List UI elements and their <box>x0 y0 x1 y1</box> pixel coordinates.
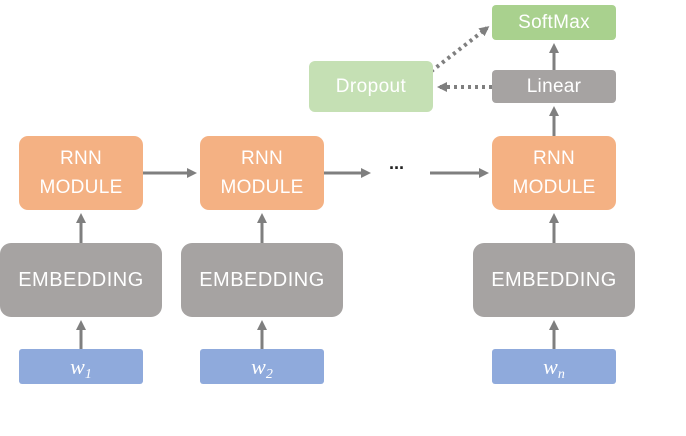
rnn-module-2: RNN MODULE <box>200 136 324 210</box>
word-token-1-sub: 1 <box>84 366 92 382</box>
embedding-1-label: EMBEDDING <box>18 268 144 291</box>
sequence-ellipsis: ··· <box>389 158 405 178</box>
word-token-n-base: w <box>543 353 558 379</box>
rnn-module-n-line1: RNN <box>532 148 576 169</box>
word-token-n-label: wn <box>543 353 565 382</box>
softmax-layer: SoftMax <box>492 5 616 40</box>
dropout-layer-label: Dropout <box>335 75 407 97</box>
word-token-1: w1 <box>19 349 143 384</box>
word-token-2: w2 <box>200 349 324 384</box>
embedding-n: EMBEDDING <box>473 243 635 317</box>
word-token-2-sub: 2 <box>265 366 273 382</box>
softmax-layer-label: SoftMax <box>518 11 590 33</box>
rnn-module-1-line2: MODULE <box>39 177 123 198</box>
rnn-module-1-line1: RNN <box>59 148 103 169</box>
embedding-n-label: EMBEDDING <box>491 268 617 291</box>
rnn-module-2-line1: RNN <box>240 148 284 169</box>
rnn-module-1: RNN MODULE <box>19 136 143 210</box>
embedding-1: EMBEDDING <box>0 243 162 317</box>
word-token-1-base: w <box>70 353 85 379</box>
word-token-2-label: w2 <box>251 353 273 382</box>
word-token-1-label: w1 <box>70 353 92 382</box>
word-token-2-base: w <box>251 353 266 379</box>
word-token-n-sub: n <box>557 366 565 382</box>
rnn-module-n: RNN MODULE <box>492 136 616 210</box>
linear-layer-label: Linear <box>526 75 582 97</box>
linear-layer: Linear <box>492 70 616 103</box>
embedding-2-label: EMBEDDING <box>199 268 325 291</box>
word-token-n: wn <box>492 349 616 384</box>
embedding-2: EMBEDDING <box>181 243 343 317</box>
rnn-module-2-line2: MODULE <box>220 177 304 198</box>
rnn-module-n-line2: MODULE <box>512 177 596 198</box>
dropout-layer: Dropout <box>309 61 433 112</box>
